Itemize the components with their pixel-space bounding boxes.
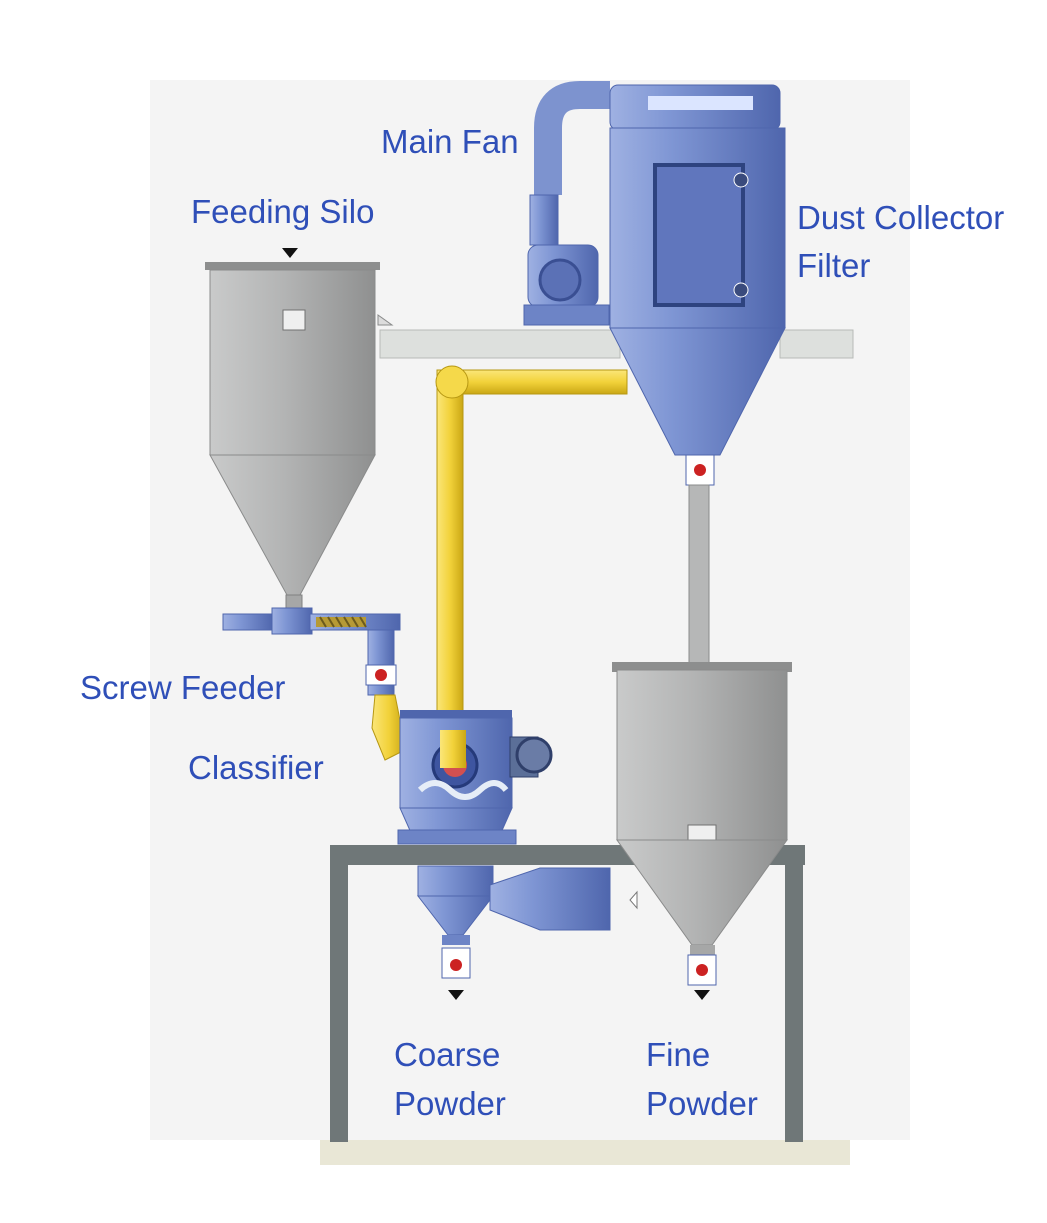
floor <box>320 1140 850 1165</box>
label-screw-feeder: Screw Feeder <box>80 669 286 706</box>
screw-feeder <box>222 607 406 761</box>
label-coarse-line2: Powder <box>394 1085 506 1122</box>
label-coarse-line1: Coarse <box>394 1036 501 1073</box>
label-dust-collector-line1: Dust Collector <box>797 199 1005 236</box>
main-fan <box>523 81 610 326</box>
fine-powder-hopper <box>612 662 792 1000</box>
yellow-duct <box>435 365 628 761</box>
feeding-silo <box>205 262 394 611</box>
classifier <box>397 710 553 845</box>
upper-platform <box>379 329 854 359</box>
label-classifier: Classifier <box>188 749 324 786</box>
label-feeding-silo: Feeding Silo <box>191 193 375 230</box>
label-fine-line2: Powder <box>646 1085 758 1122</box>
label-dust-collector-line2: Filter <box>797 247 871 284</box>
label-fine-line1: Fine <box>646 1036 711 1073</box>
dust-collector-filter <box>609 84 786 666</box>
coarse-powder-outlet <box>416 865 638 1000</box>
feed-arrow-icon <box>282 248 298 258</box>
label-main-fan: Main Fan <box>381 123 519 160</box>
